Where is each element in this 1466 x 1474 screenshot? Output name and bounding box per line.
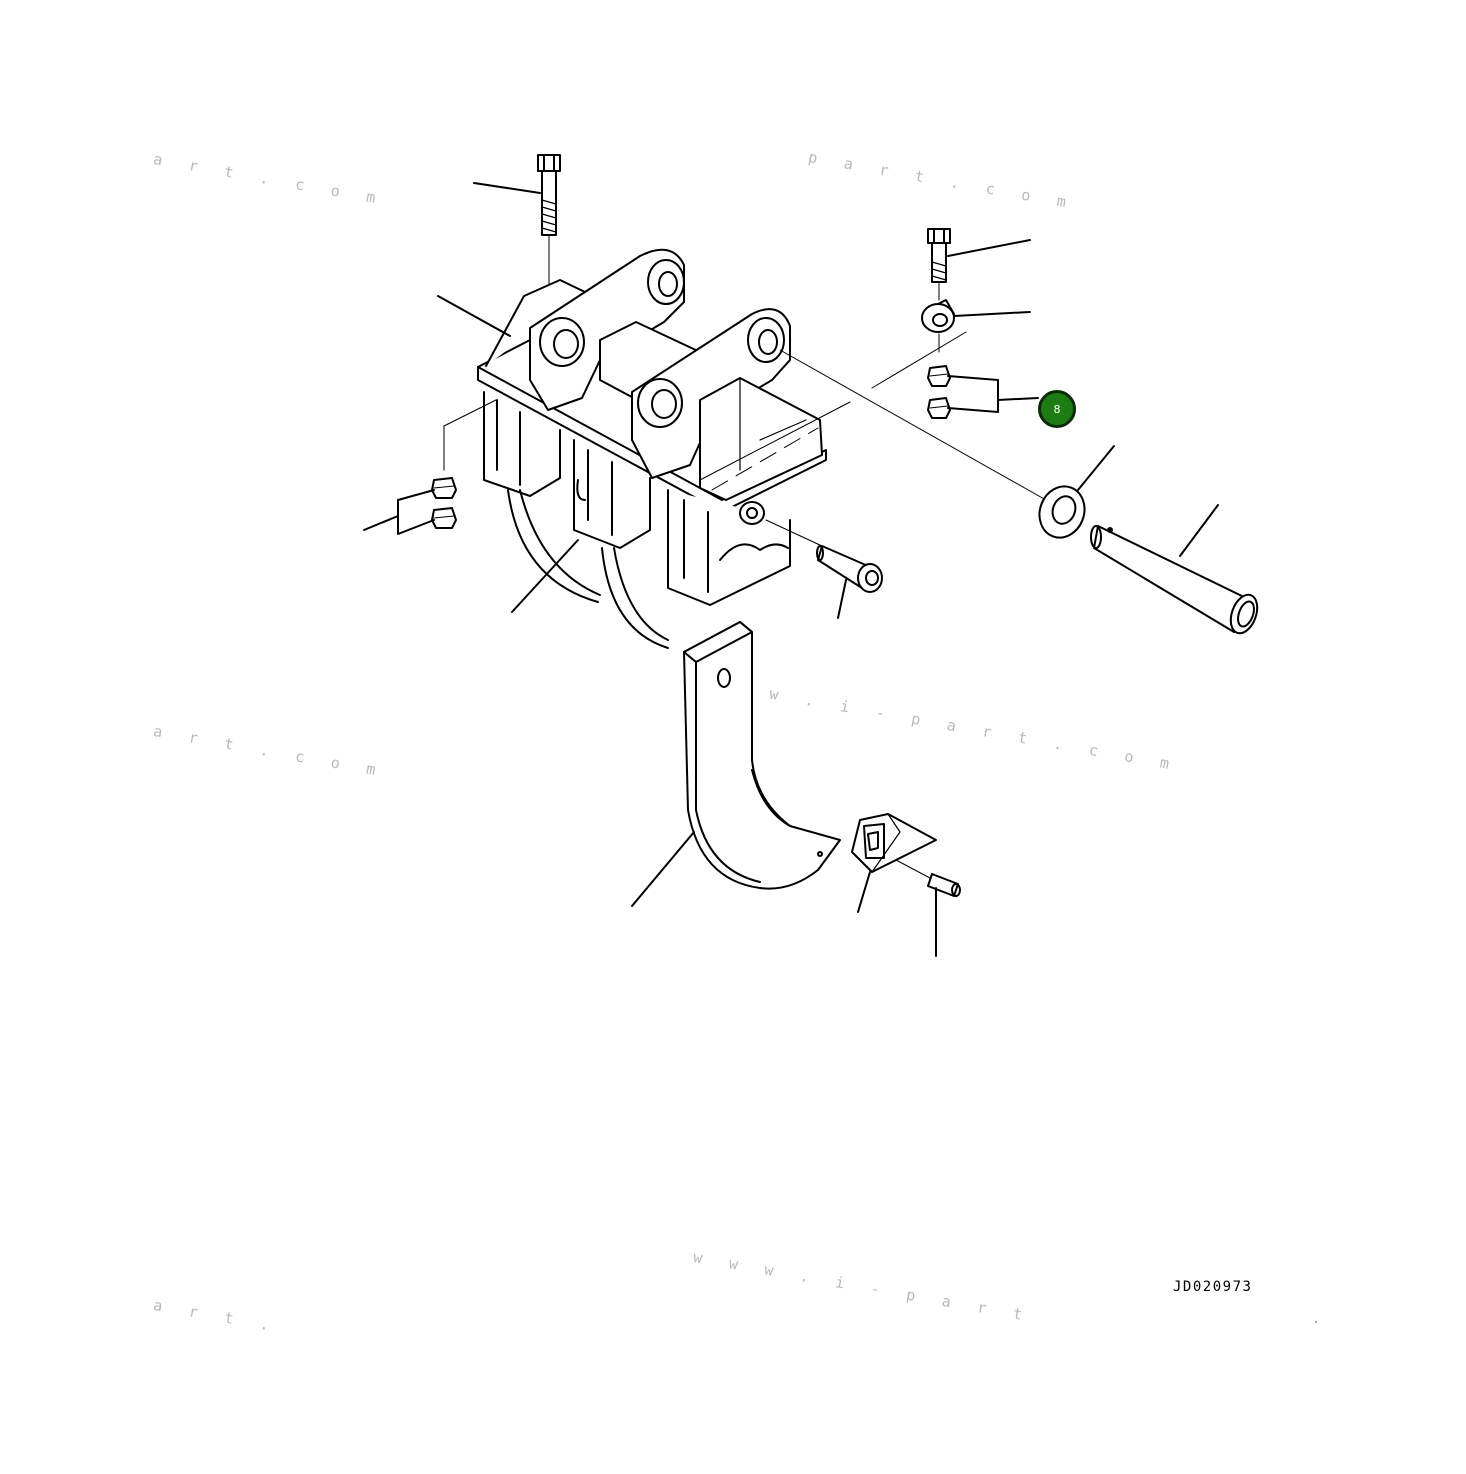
leader-line: [363, 515, 399, 531]
bracket-leader: [397, 489, 435, 535]
nut: [431, 507, 457, 529]
nut: [927, 397, 951, 419]
bracket-leader: [947, 375, 999, 413]
washer: [1038, 485, 1086, 539]
guide-line: [699, 401, 851, 481]
guide-line: [779, 349, 1047, 501]
short-pin: [816, 545, 883, 593]
leader-line: [857, 871, 871, 913]
nut: [431, 477, 457, 499]
callout-8[interactable]: 8: [1038, 390, 1076, 428]
leader-line: [947, 239, 1031, 257]
leader-line: [953, 311, 1031, 317]
leader-line: [631, 831, 695, 907]
nut: [927, 365, 951, 387]
guide-line: [765, 519, 823, 547]
ripper-shank: [683, 621, 841, 890]
ripper-shank-arcs: [507, 479, 669, 649]
leader-line: [511, 539, 579, 613]
leader-line: [837, 579, 847, 619]
drawing-code: JD020973: [1173, 1279, 1253, 1295]
ripper-frame: [477, 248, 827, 606]
small-bolt: [927, 228, 951, 283]
leader-line: [1179, 504, 1219, 557]
hidden-line: [711, 427, 819, 491]
long-pin: [1090, 525, 1259, 635]
guide-line: [871, 331, 967, 389]
ripper-tooth: [851, 813, 937, 873]
stray-mark: [1315, 1321, 1317, 1323]
long-bolt: [537, 154, 561, 236]
leader-line: [437, 295, 511, 337]
tooth-pin: [895, 859, 961, 897]
leader-line: [473, 182, 541, 194]
guide-line: [443, 399, 497, 471]
leader-line: [997, 397, 1039, 401]
leader-line: [1077, 445, 1115, 491]
lock-ring: [921, 299, 955, 333]
